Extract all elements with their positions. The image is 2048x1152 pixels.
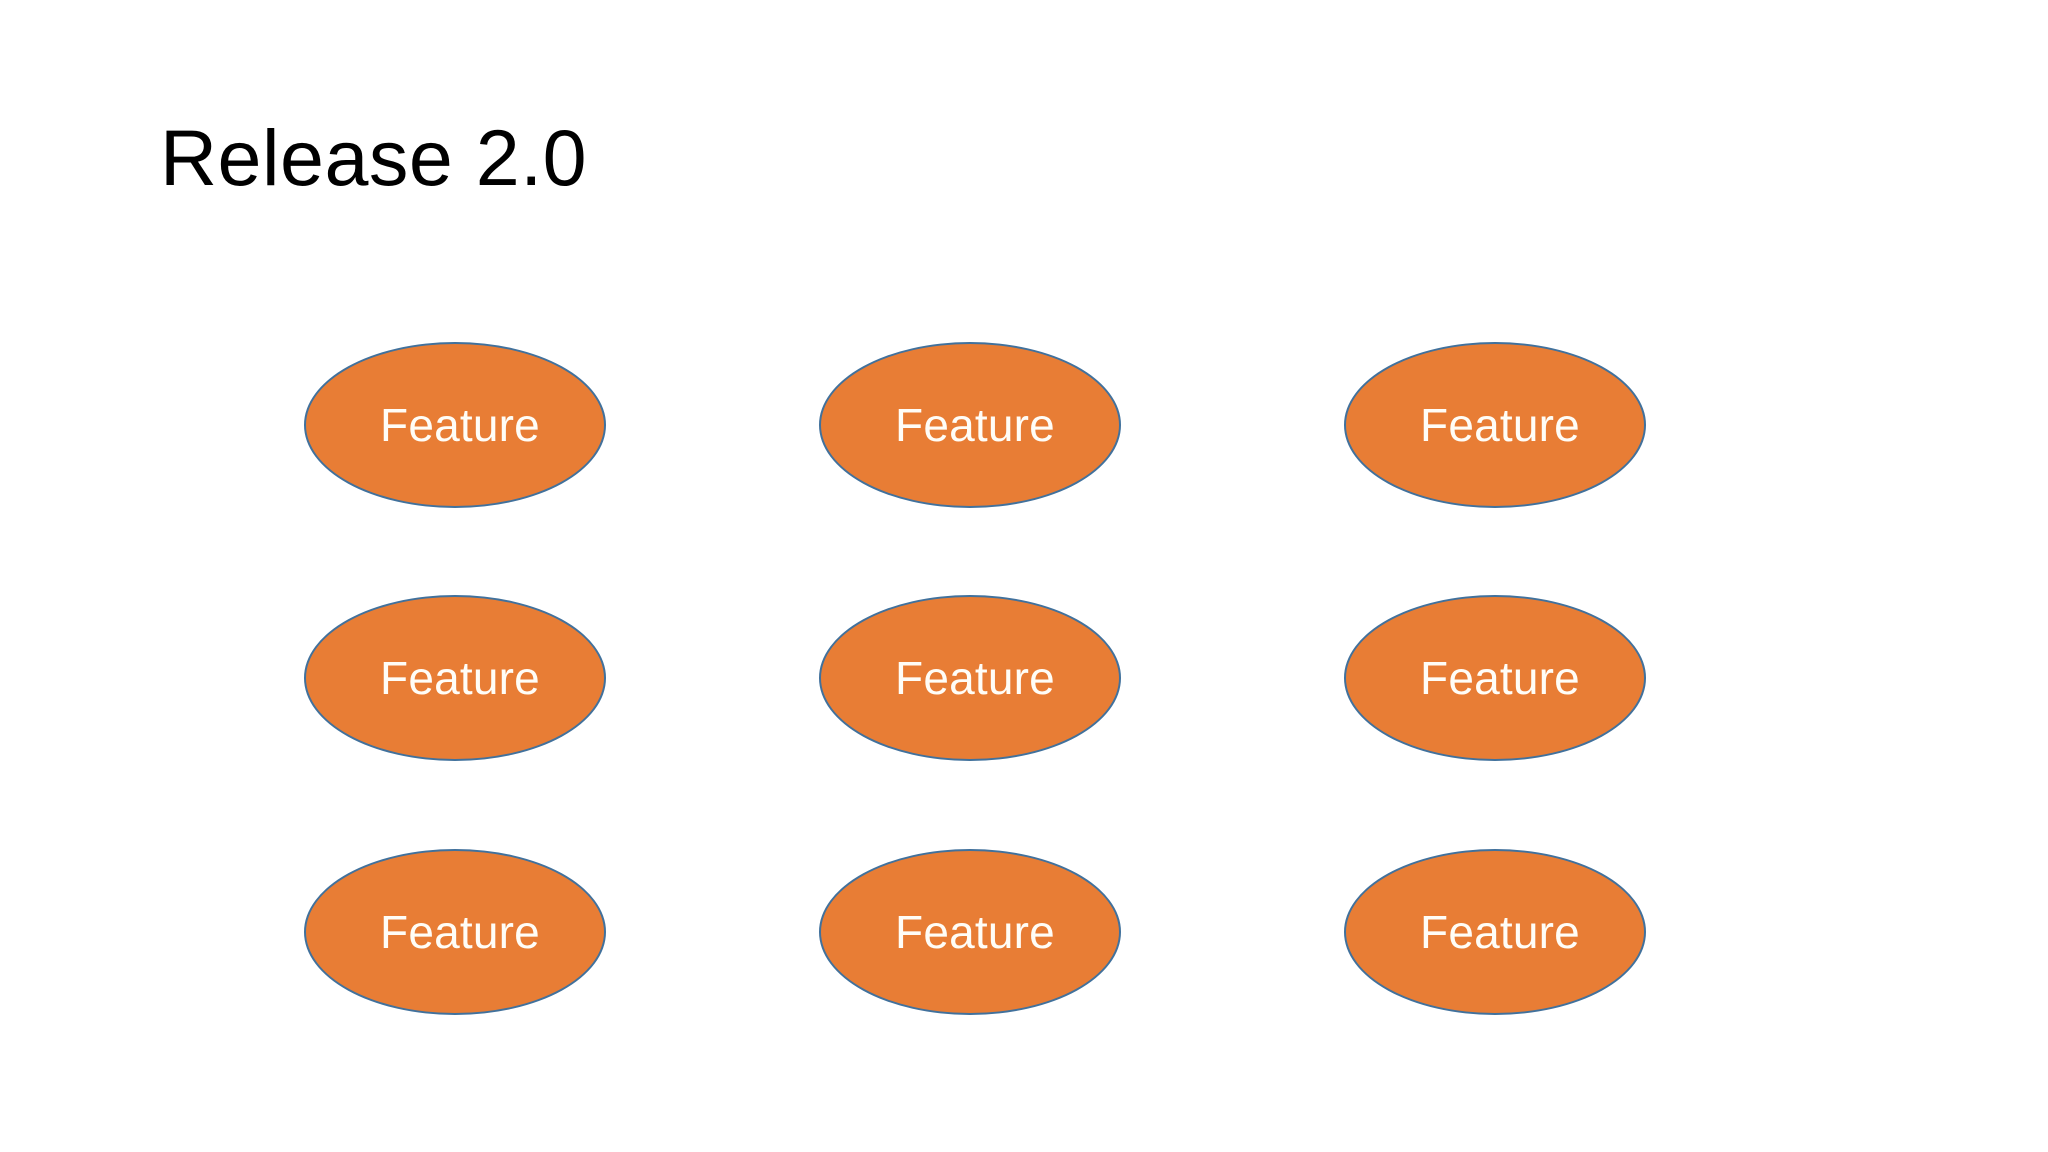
feature-ellipse-label: Feature: [1420, 652, 1580, 704]
feature-ellipse[interactable]: Feature: [1344, 595, 1646, 761]
feature-ellipse[interactable]: Feature: [1344, 849, 1646, 1015]
feature-ellipse-label: Feature: [1420, 399, 1580, 451]
feature-ellipse[interactable]: Feature: [304, 595, 606, 761]
feature-ellipse-label: Feature: [1420, 906, 1580, 958]
feature-ellipse[interactable]: Feature: [1344, 342, 1646, 508]
feature-ellipse-label: Feature: [380, 652, 540, 704]
feature-ellipse[interactable]: Feature: [819, 849, 1121, 1015]
feature-ellipse-label: Feature: [895, 652, 1055, 704]
feature-ellipse[interactable]: Feature: [304, 849, 606, 1015]
feature-ellipse-label: Feature: [895, 399, 1055, 451]
feature-ellipse[interactable]: Feature: [304, 342, 606, 508]
feature-ellipse-label: Feature: [380, 906, 540, 958]
feature-ellipse[interactable]: Feature: [819, 595, 1121, 761]
feature-ellipse-label: Feature: [380, 399, 540, 451]
page-title: Release 2.0: [160, 113, 588, 202]
feature-ellipse-label: Feature: [895, 906, 1055, 958]
feature-ellipse[interactable]: Feature: [819, 342, 1121, 508]
